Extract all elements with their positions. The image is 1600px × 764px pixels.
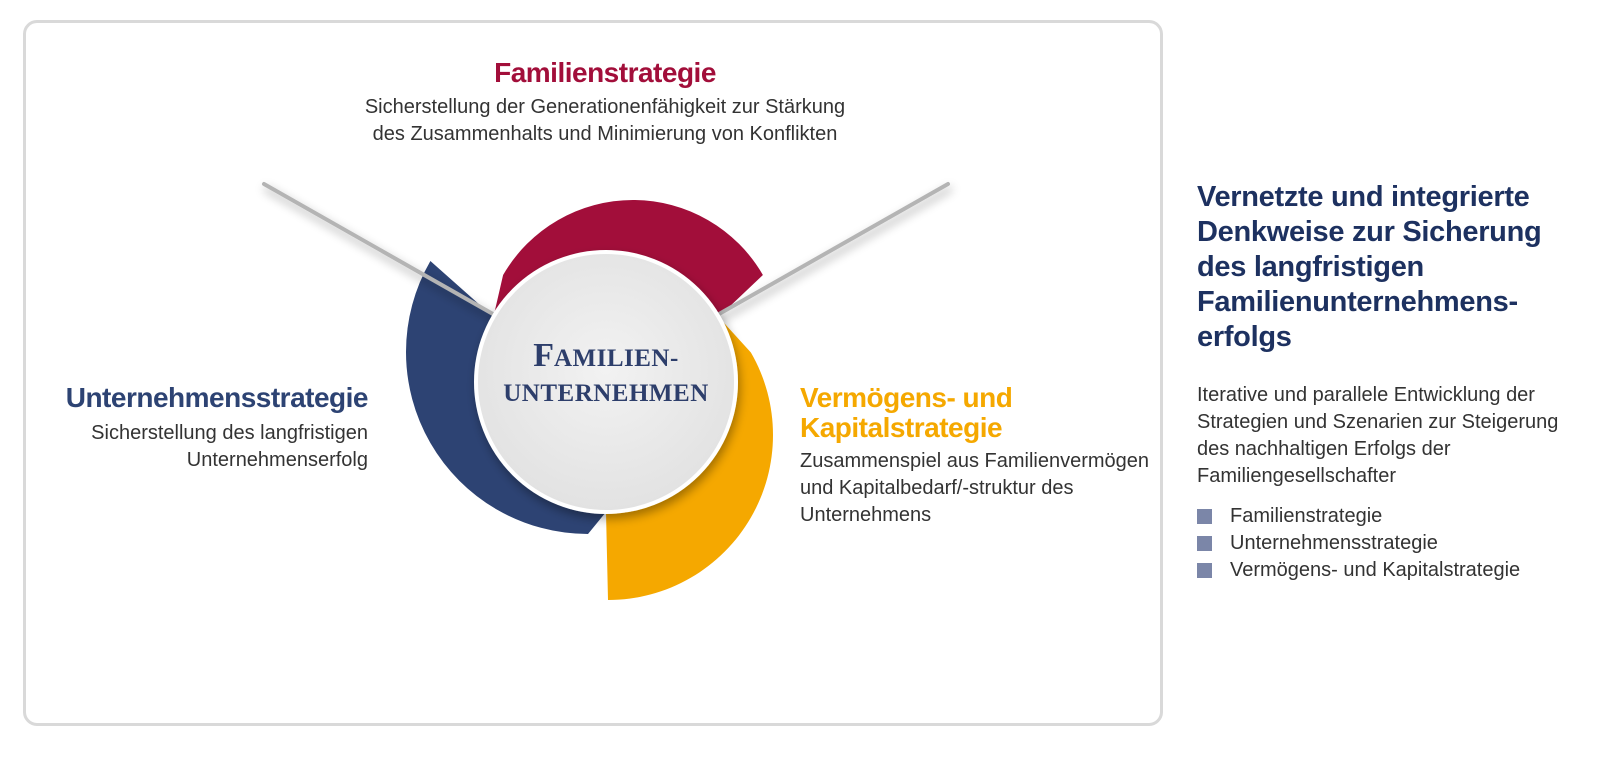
vermoegensstrategie-segment [606,317,773,600]
spoke-right [710,182,950,320]
sidebar-strategy-list: Familienstrategie Unternehmensstrategie … [1197,503,1520,584]
unternehmensstrategie-title: Unternehmensstrategie [65,382,369,413]
unternehmensstrategie-segment [406,261,606,534]
familienstrategie-description: Sicherstellung der Generationenfähigkeit… [364,96,846,145]
square-bullet-icon [1197,563,1212,578]
sidebar-heading: Vernetzte und integrierte Denkweise zur … [1197,181,1542,353]
center-label-line2: UNTERNEHMEN [478,380,734,408]
list-item: Familienstrategie [1197,503,1520,530]
vermoegensstrategie-description: Zusammenspiel aus Familienvermögen und K… [800,450,1150,526]
square-bullet-icon [1197,509,1212,524]
spoke-left [262,182,502,320]
center-label-line2-text: UNTERNEHMEN [503,380,709,407]
list-item-label: Familienstrategie [1230,505,1383,527]
center-label-line1: FAMILIEN- [478,337,734,375]
list-item: Vermögens- und Kapitalstrategie [1197,557,1520,584]
center-label-line1-rest: AMILIEN- [553,345,679,372]
list-item: Unternehmensstrategie [1197,530,1520,557]
vermoegensstrategie-title: Vermögens- und Kapitalstrategie [800,382,1013,443]
familienstrategie-segment [493,199,763,317]
center-circle [474,250,738,514]
center-label-line1-initial: F [533,337,554,374]
list-item-label: Vermögens- und Kapitalstrategie [1230,559,1521,581]
sidebar-body: Iterative und parallele Entwicklung der … [1197,384,1559,487]
familienstrategie-title: Familienstrategie [494,57,716,88]
list-item-label: Unternehmensstrategie [1230,532,1438,554]
unternehmensstrategie-description: Sicherstellung des langfristigen Unterne… [91,422,368,471]
square-bullet-icon [1197,536,1212,551]
